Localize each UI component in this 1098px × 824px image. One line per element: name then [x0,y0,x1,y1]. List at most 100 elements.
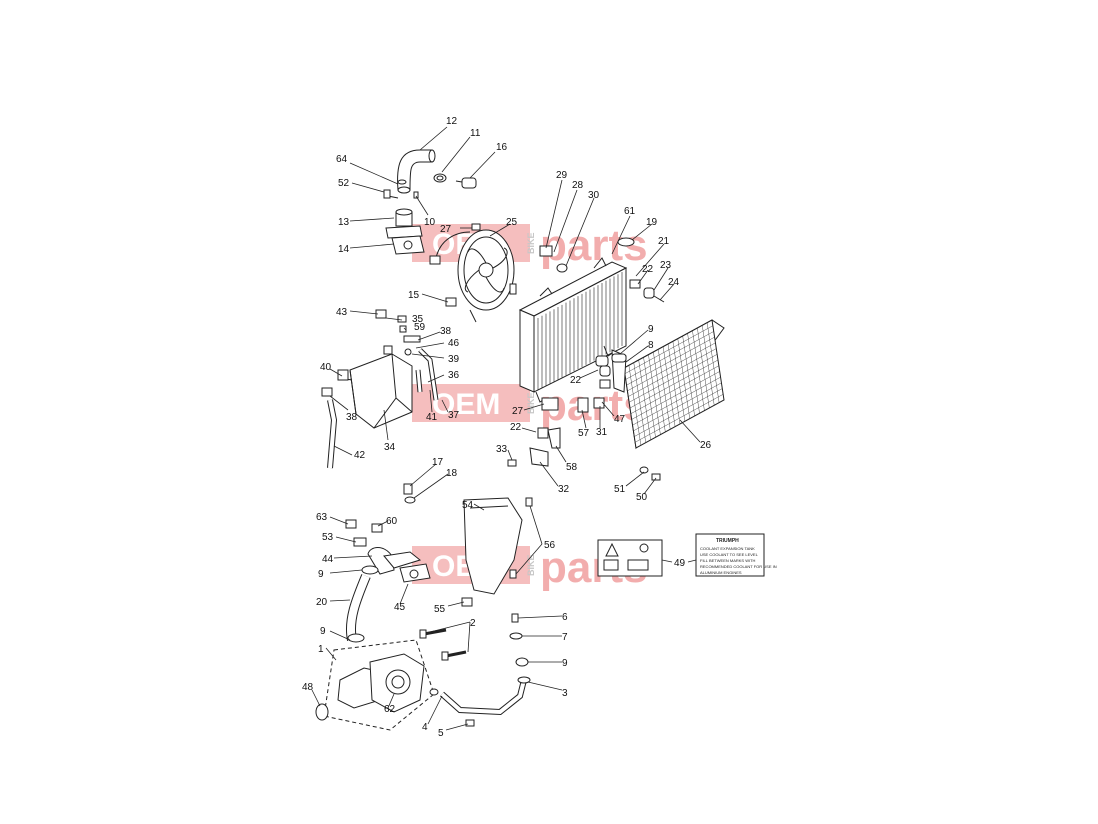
callout-6: 6 [562,612,568,623]
callout-18: 18 [446,468,458,479]
callout-3: 3 [562,688,568,699]
callout-50: 50 [636,492,648,503]
watermark-bike: BIKE [526,554,536,576]
callout-49: 49 [674,558,686,569]
callout-1: 1 [318,644,324,655]
callout-35: 35 [412,314,424,325]
callout-23: 23 [660,260,672,271]
callout-55: 55 [434,604,446,615]
callout-13: 13 [338,217,350,228]
radiator-part [518,257,628,403]
callout-7: 7 [562,632,568,643]
callout-38-a: 38 [440,326,452,337]
callout-17: 17 [432,457,444,468]
callout-64: 64 [336,154,348,165]
label-line-1: COOLANT EXPANSION TANK [700,546,755,551]
callout-32: 32 [558,484,570,495]
callout-57: 57 [578,428,590,439]
callout-51: 51 [614,484,626,495]
callout-61: 61 [624,206,636,217]
label-line-2: USE COOLANT TO SEE LEVEL [700,552,759,557]
callout-19: 19 [646,217,658,228]
part-drawings [315,149,765,731]
callout-11: 11 [470,128,481,139]
callout-63: 63 [316,512,328,523]
callout-5: 5 [438,728,444,739]
callout-46: 46 [448,338,460,349]
callout-24: 24 [668,277,680,288]
callout-27-b: 27 [512,406,524,417]
watermark-bike: BIKE [526,232,536,254]
callout-59: 59 [414,322,426,333]
callout-27-a: 27 [440,224,452,235]
warning-label-part [597,533,765,577]
callout-48: 48 [302,682,314,693]
filler-neck-part [385,179,425,255]
label-line-3: FILL BETWEEN MARKS WITH [700,558,756,563]
callout-14: 14 [338,244,350,255]
callout-47: 47 [614,414,626,425]
callout-40: 40 [320,362,332,373]
radiator-brackets-part [507,237,665,481]
callout-22-b: 22 [570,375,582,386]
callout-20: 20 [316,597,328,608]
callout-10: 10 [424,217,436,228]
callout-2: 2 [470,618,476,629]
callout-9-d: 9 [562,658,568,669]
lower-hoses-part [345,519,431,643]
label-panel-text: TRIUMPH COOLANT EXPANSION TANK USE COOLA… [700,538,777,575]
callout-15: 15 [408,290,420,301]
label-line-5: ALUMINIUM ENGINES [700,570,742,575]
label-logo: TRIUMPH [716,538,739,544]
callout-36: 36 [448,370,460,381]
callout-30: 30 [588,190,600,201]
callout-22-c: 22 [510,422,522,433]
callout-numbers: 1 2 3 4 5 6 7 8 9 9 9 9 9 10 11 12 13 14… [302,116,712,739]
callout-9-c: 9 [320,626,326,637]
callout-43: 43 [336,307,348,318]
callout-62: 62 [384,704,396,715]
callout-44: 44 [322,554,334,565]
callout-8: 8 [648,340,654,351]
coolant-pipe-part [440,613,531,727]
callout-4: 4 [422,722,428,733]
callout-29: 29 [556,170,568,181]
callout-56: 56 [544,540,556,551]
callout-16: 16 [496,142,508,153]
callout-54: 54 [462,500,474,511]
small-hoses-part [321,335,439,469]
callout-22-a: 22 [642,264,654,275]
cooling-fan-part [429,223,517,323]
watermark-oem: OEM [432,388,500,421]
callout-53: 53 [322,532,334,543]
side-cover-part [461,497,533,607]
callout-26: 26 [700,440,712,451]
callout-9-a: 9 [648,324,654,335]
label-line-4: RECOMMENDED COOLANT FOR USE IN [700,564,777,569]
leader-lines [311,126,701,731]
callout-42: 42 [354,450,366,461]
top-hose-part [397,149,447,194]
callout-33: 33 [496,444,508,455]
expansion-tank-part [339,345,413,429]
radiator-grille-part [623,319,725,450]
callout-39: 39 [448,354,460,365]
pressure-cap-part [455,177,477,189]
callout-28: 28 [572,180,584,191]
watermark-bike: BIKE [526,392,536,414]
callout-60: 60 [386,516,398,527]
callout-34: 34 [384,442,396,453]
callout-58: 58 [566,462,578,473]
small-fittings-part [337,189,457,504]
callout-52: 52 [338,178,350,189]
callout-38-b: 38 [346,412,358,423]
water-pump-part [315,639,439,731]
callout-25: 25 [506,217,518,228]
callout-37: 37 [448,410,460,421]
callout-21: 21 [658,236,670,247]
callout-31: 31 [596,427,608,438]
bolts-part [419,628,467,661]
callout-9-b: 9 [318,569,324,580]
callout-45: 45 [394,602,406,613]
